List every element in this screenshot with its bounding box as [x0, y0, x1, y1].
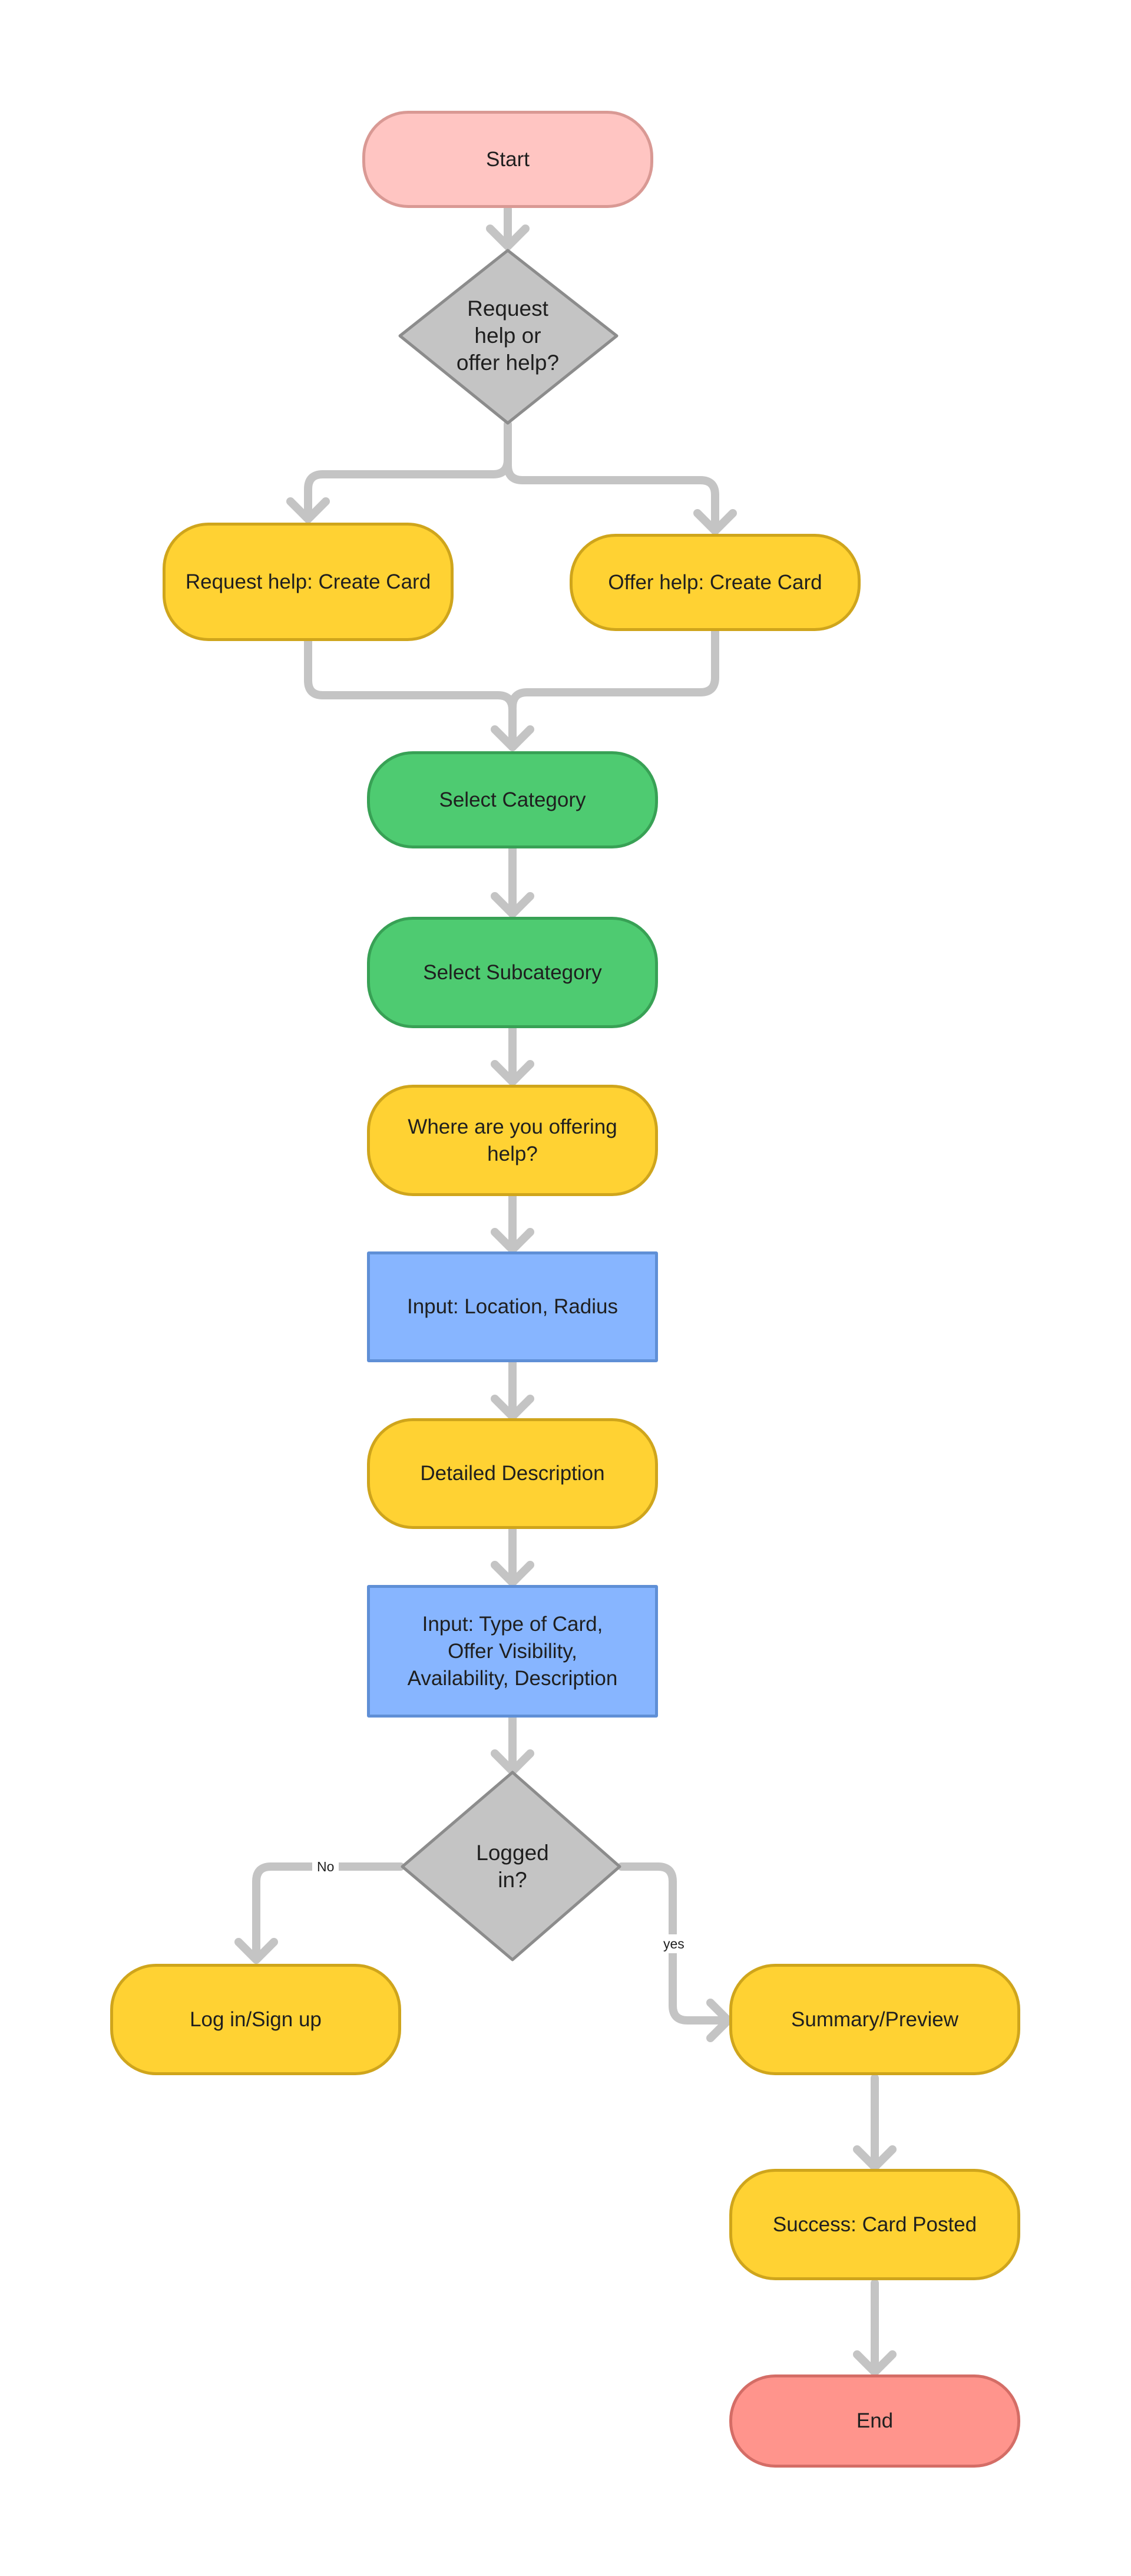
- arrowhead: [491, 1060, 534, 1086]
- success-node[interactable]: Success: Card Posted: [729, 2169, 1020, 2280]
- edge-label-yes: yes: [659, 1934, 689, 1953]
- connector-logged-no: [252, 1862, 405, 1959]
- arrowhead: [491, 725, 534, 751]
- connector-decision-to-request: [304, 420, 512, 518]
- start-node[interactable]: Start: [362, 111, 653, 208]
- detailed-description-node[interactable]: Detailed Description: [367, 1418, 658, 1529]
- arrowhead: [853, 2145, 897, 2171]
- arrowhead: [286, 497, 330, 523]
- connector-request-to-merge: [304, 637, 517, 747]
- end-node[interactable]: End: [729, 2374, 1020, 2468]
- arrowhead: [486, 224, 530, 250]
- summary-preview-node[interactable]: Summary/Preview: [729, 1964, 1020, 2075]
- select-subcategory-node[interactable]: Select Subcategory: [367, 917, 658, 1028]
- connector-decision-to-offer: [504, 426, 719, 530]
- decision-logged-label: Logged in?: [476, 1841, 549, 1892]
- arrowhead: [234, 1938, 278, 1964]
- offer-help-node[interactable]: Offer help: Create Card: [570, 534, 861, 631]
- edge-label-no: No: [312, 1857, 339, 1876]
- connector-offer-to-merge: [508, 626, 719, 711]
- decision-logged-diamond[interactable]: [401, 1771, 621, 1961]
- decision-help-diamond[interactable]: [398, 249, 619, 425]
- arrowhead: [491, 892, 534, 918]
- where-offering-node[interactable]: Where are you offering help?: [367, 1085, 658, 1196]
- arrowhead: [693, 509, 737, 535]
- arrowhead: [853, 2350, 897, 2376]
- input-card-node[interactable]: Input: Type of Card, Offer Visibility, A…: [367, 1585, 658, 1718]
- decision-help-label: Request help or offer help?: [456, 296, 560, 375]
- input-location-node[interactable]: Input: Location, Radius: [367, 1251, 658, 1362]
- login-node[interactable]: Log in/Sign up: [110, 1964, 401, 2075]
- select-category-node[interactable]: Select Category: [367, 751, 658, 848]
- request-help-node[interactable]: Request help: Create Card: [163, 523, 454, 641]
- arrowhead: [491, 1561, 534, 1587]
- arrowhead: [491, 1395, 534, 1421]
- arrowhead: [491, 1228, 534, 1254]
- arrowhead: [706, 1999, 732, 2042]
